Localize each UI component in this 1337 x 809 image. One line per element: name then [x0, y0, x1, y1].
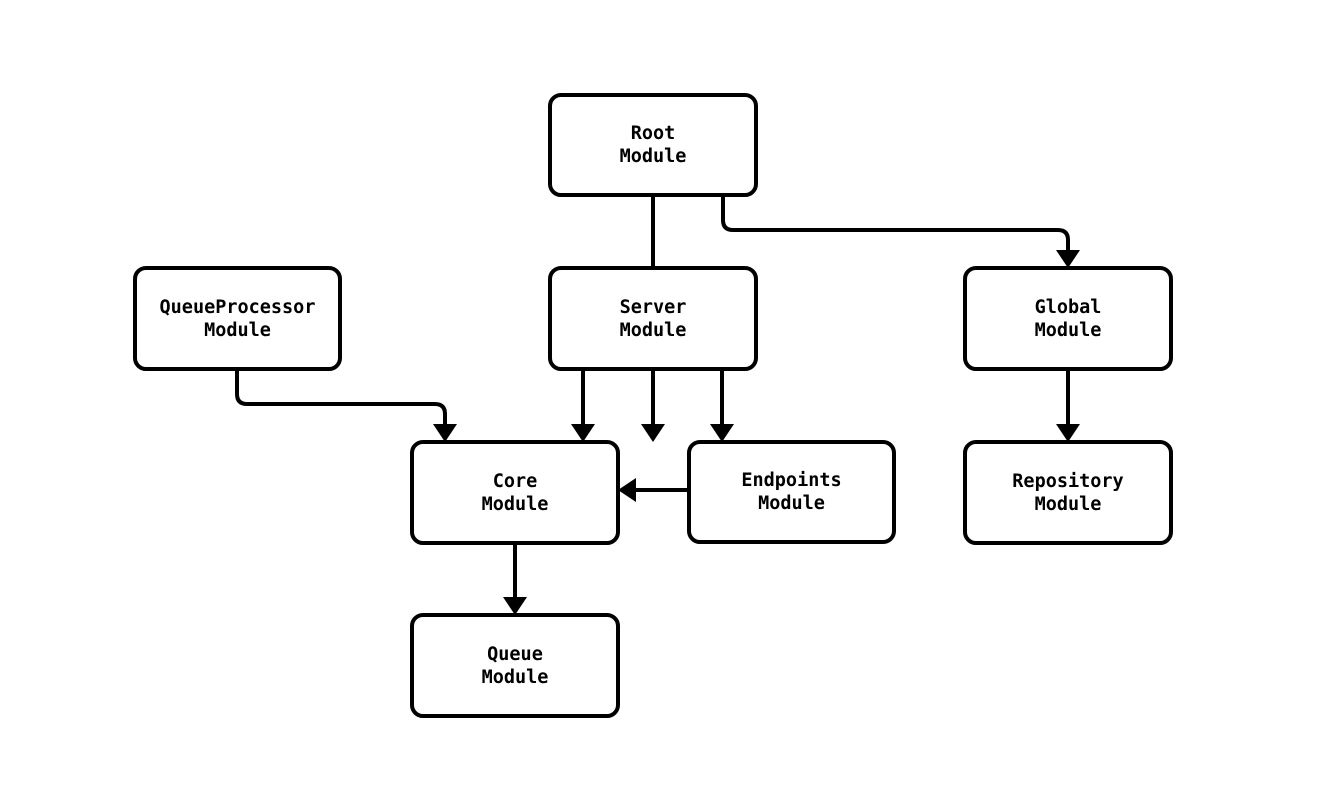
node-queueprocessor-line1: QueueProcessor — [159, 296, 316, 318]
node-endpoints-line2: Module — [758, 493, 825, 514]
node-root-line2: Module — [619, 146, 687, 167]
node-repository-line2: Module — [1034, 493, 1102, 515]
node-queue-line2: Module — [481, 666, 549, 688]
node-server-line1: Server — [619, 296, 687, 318]
node-queue-line1: Queue — [487, 643, 543, 665]
edge-server-to-endpoints — [710, 371, 734, 442]
node-global-line1: Global — [1034, 296, 1102, 318]
node-core-line1: Core — [492, 470, 538, 492]
node-repository-line1: Repository — [1012, 470, 1124, 492]
node-root-line1: Root — [630, 123, 676, 144]
node-core-line2: Module — [481, 493, 549, 515]
node-queueprocessor-line2: Module — [204, 319, 271, 341]
node-global-line2: Module — [1034, 319, 1102, 341]
edge-root-to-global — [721, 197, 1080, 268]
edge-queueprocessor-to-core — [235, 371, 457, 442]
edge-global-to-repository — [1056, 371, 1080, 442]
node-endpoints-line1: Endpoints — [741, 470, 842, 491]
edge-core-to-queue — [503, 545, 527, 615]
node-server-line2: Module — [619, 319, 687, 341]
edge-server-to-core — [571, 371, 595, 442]
edge-endpoints-to-core — [618, 478, 687, 502]
